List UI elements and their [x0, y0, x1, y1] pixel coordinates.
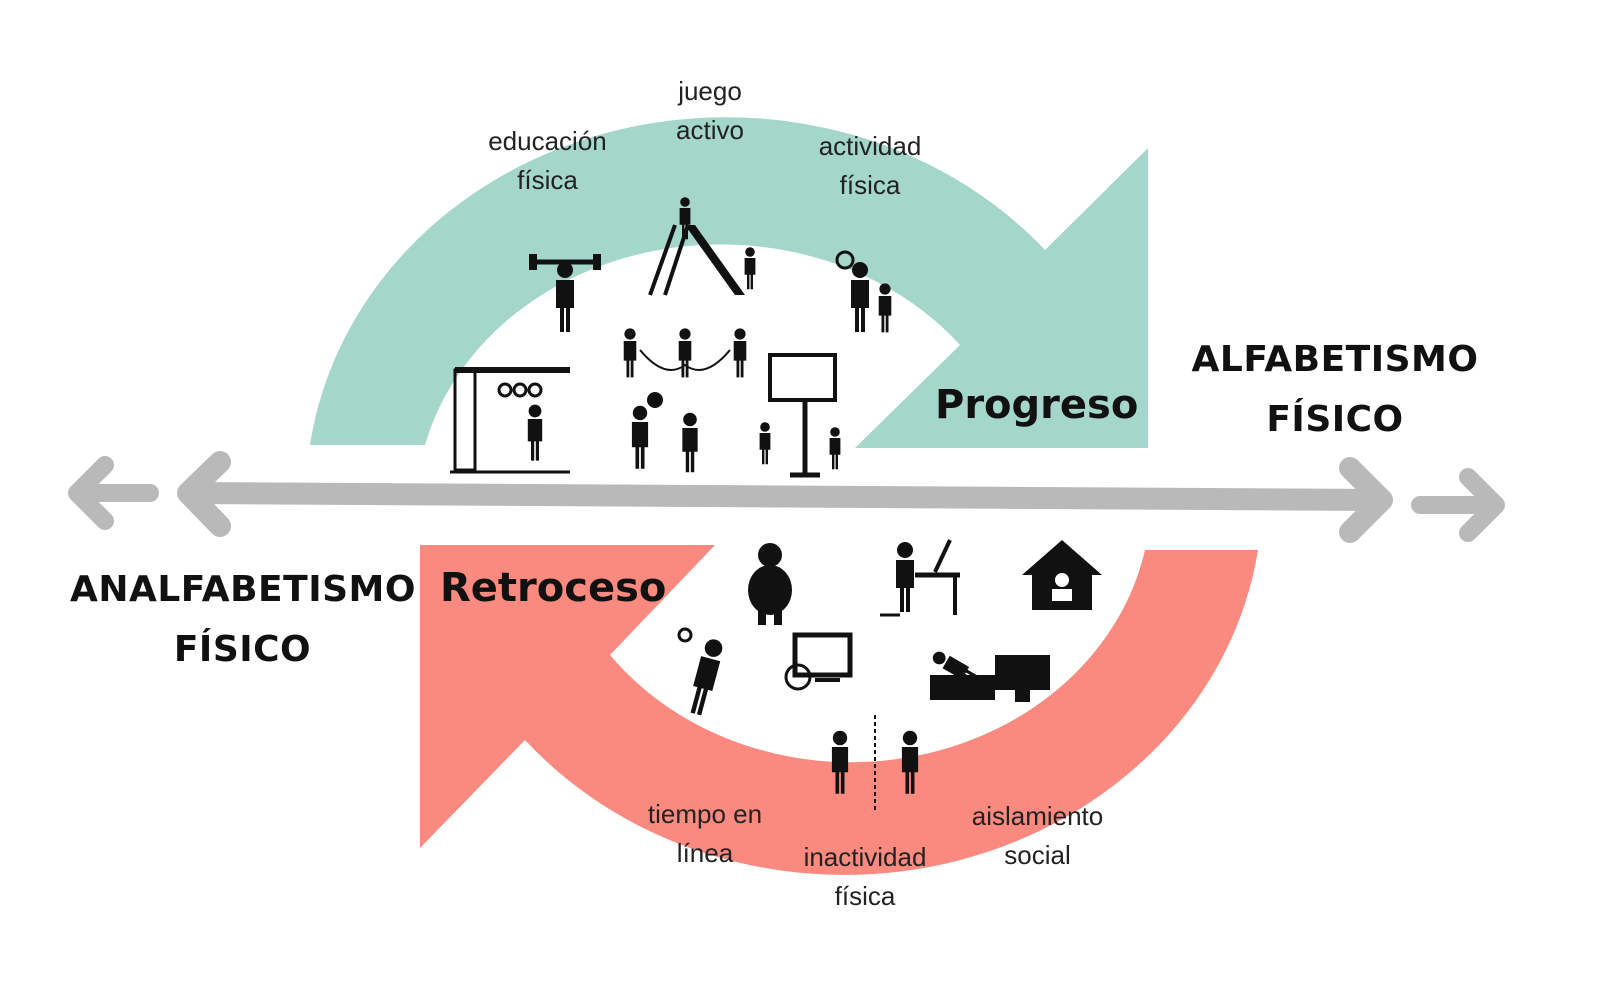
jump-rope-icon — [623, 328, 747, 378]
regress-arrow — [420, 545, 1258, 875]
playground-slide-icon — [648, 197, 756, 296]
basketball-hoop-icon — [759, 353, 841, 478]
screen-time-icon — [784, 632, 853, 691]
progress-title: Progreso — [935, 382, 1139, 428]
pole-left-line2: FÍSICO — [173, 629, 312, 670]
right-extra-arrow-icon — [1411, 468, 1505, 542]
house-icon — [1022, 540, 1102, 610]
pole-left-line1: ANALFABETISMO — [70, 569, 416, 610]
pole-left: ANALFABETISMO FÍSICO — [70, 560, 415, 680]
progress-arrow — [310, 117, 1148, 449]
tennis-family-icon — [835, 250, 892, 333]
pole-right-line2: FÍSICO — [1266, 399, 1404, 440]
overweight-child-icon — [748, 543, 792, 625]
weightlifter-icon — [529, 254, 601, 332]
couch-tv-icon — [930, 648, 1050, 702]
pole-right: ALFABETISMO FÍSICO — [1190, 330, 1480, 450]
desk-computer-icon — [880, 539, 960, 617]
regress-title: Retroceso — [440, 565, 667, 611]
climbing-frame-icon — [450, 367, 570, 474]
left-extra-arrow-icon — [68, 456, 159, 530]
pole-right-line1: ALFABETISMO — [1191, 339, 1479, 380]
separated-people-icon — [831, 715, 919, 810]
ball-play-icon — [631, 392, 698, 473]
tired-person-icon — [677, 627, 726, 717]
axis-arrow — [177, 451, 1393, 543]
